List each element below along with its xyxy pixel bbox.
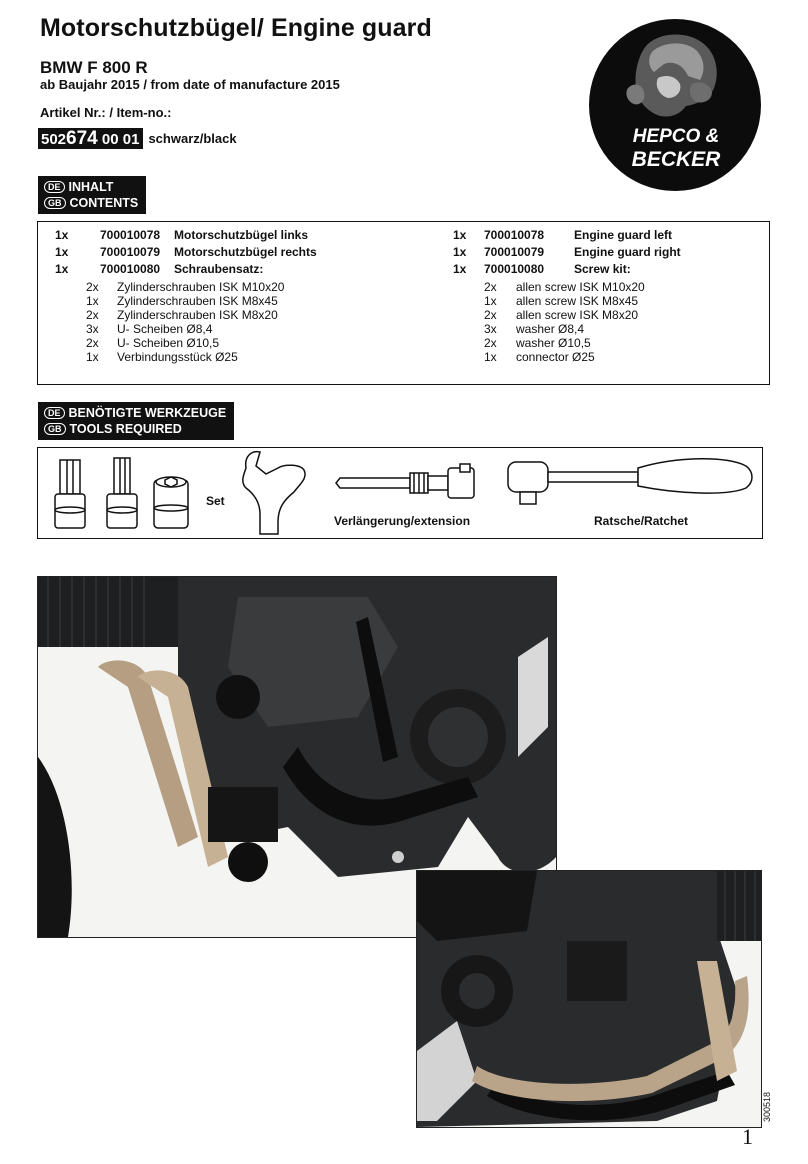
screw-name: allen screw ISK M8x45: [516, 294, 639, 308]
tools-box: Set Verlängerung/extension Ratsche/Ratch…: [37, 447, 763, 539]
contents-row-de-1: 1x: [55, 228, 69, 242]
screw-qty: 1x: [484, 350, 497, 364]
screw-qty: 2x: [86, 308, 99, 322]
contents-qty: 1x: [55, 262, 69, 276]
screw-qty: 1x: [86, 294, 99, 308]
contents-code: 700010078: [100, 228, 161, 242]
page-number: 1: [742, 1124, 753, 1149]
gb-flag-icon: GB: [44, 423, 66, 435]
ratchet-icon: [507, 457, 753, 505]
tool-label-extension: Verlängerung/extension: [334, 514, 471, 528]
tools-title-de: BENÖTIGTE WERKZEUGE: [68, 406, 227, 420]
screw-name: washer Ø8,4: [516, 322, 585, 336]
screw-name: allen screw ISK M8x20: [516, 308, 639, 322]
screw-name: Zylinderschrauben ISK M8x45: [117, 294, 278, 308]
contents-name: Motorschutzbügel links: [174, 228, 309, 242]
engine-guard-photo-right: [416, 870, 762, 1128]
contents-code: 700010080: [100, 262, 161, 276]
tools-title-gb: TOOLS REQUIRED: [69, 422, 182, 436]
article-number-box: 502674 00 01: [38, 128, 144, 149]
screw-name: U- Scheiben Ø8,4: [117, 322, 213, 336]
article-number: 502674 00 01 schwarz/black: [38, 128, 237, 149]
contents-qty: 1x: [453, 262, 467, 276]
hex-bit-socket-icon: [106, 457, 138, 529]
year-note: ab Baujahr 2015 / from date of manufactu…: [40, 77, 340, 92]
de-flag-icon: DE: [44, 407, 65, 419]
wrench-icon: [242, 450, 306, 535]
article-color: schwarz/black: [148, 131, 237, 146]
logo-text-hepco: HEPCO &: [633, 126, 720, 147]
contents-title-gb: CONTENTS: [69, 196, 139, 210]
contents-box: 1x 700010078 Motorschutzbügel links 1x 7…: [37, 221, 770, 385]
contents-code: 700010080: [484, 262, 545, 276]
logo-text-becker: BECKER: [632, 148, 722, 171]
gb-flag-icon: GB: [44, 197, 66, 209]
screw-qty: 2x: [86, 280, 99, 294]
contents-name: Engine guard right: [574, 245, 681, 259]
screw-name: Zylinderschrauben ISK M10x20: [117, 280, 285, 294]
screw-qty: 1x: [86, 350, 99, 364]
hex-bit-socket-icon: [54, 459, 86, 529]
screw-qty: 3x: [484, 322, 497, 336]
screw-qty: 2x: [484, 336, 497, 350]
contents-qty: 1x: [453, 245, 467, 259]
contents-name: Schraubensatz:: [174, 262, 264, 276]
contents-title-de: INHALT: [68, 180, 114, 194]
screw-name: allen screw ISK M10x20: [516, 280, 645, 294]
tool-label-set: Set: [206, 494, 225, 508]
article-label: Artikel Nr.: / Item-no.:: [40, 105, 172, 120]
tool-label-ratchet: Ratsche/Ratchet: [594, 514, 689, 528]
screw-qty: 2x: [484, 308, 497, 322]
contents-name: Screw kit:: [574, 262, 631, 276]
extension-bar-icon: [335, 463, 475, 499]
screw-qty: 2x: [86, 336, 99, 350]
screw-qty: 1x: [484, 294, 497, 308]
contents-code: 700010078: [484, 228, 545, 242]
socket-icon: [153, 476, 189, 529]
page-title: Motorschutzbügel/ Engine guard: [40, 14, 432, 42]
model-name: BMW F 800 R: [40, 58, 148, 77]
contents-name: Engine guard left: [574, 228, 673, 242]
screw-qty: 3x: [86, 322, 99, 336]
screw-qty: 2x: [484, 280, 497, 294]
document-code: 300518: [762, 1091, 772, 1122]
screw-name: Zylinderschrauben ISK M8x20: [117, 308, 278, 322]
screw-name: washer Ø10,5: [516, 336, 591, 350]
contents-name: Motorschutzbügel rechts: [174, 245, 317, 259]
contents-code: 700010079: [100, 245, 161, 259]
contents-qty: 1x: [453, 228, 467, 242]
contents-qty: 1x: [55, 245, 69, 259]
screw-name: U- Scheiben Ø10,5: [117, 336, 220, 350]
screw-name: connector Ø25: [516, 350, 595, 364]
de-flag-icon: DE: [44, 181, 65, 193]
hepco-becker-logo: HEPCO & BECKER: [588, 18, 762, 192]
contents-code: 700010079: [484, 245, 545, 259]
screw-name: Verbindungsstück Ø25: [117, 350, 238, 364]
